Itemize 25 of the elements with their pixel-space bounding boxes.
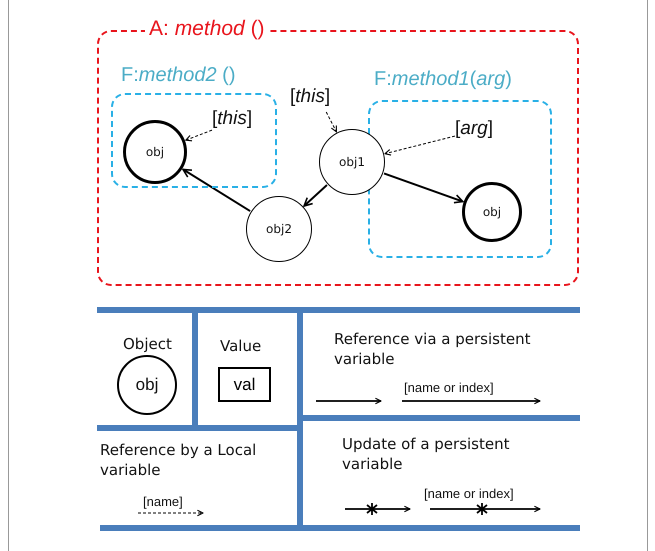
frame-title: F:method2 ()	[120, 63, 237, 88]
object-circle: obj	[117, 355, 177, 415]
leader-arrow	[384, 136, 456, 156]
legend-text: Reference via a persistent variable	[334, 329, 532, 369]
arrow-label: [name or index]	[424, 486, 514, 501]
variable-label: [arg]	[455, 116, 511, 142]
value-box: val	[218, 367, 271, 402]
legend-text: Update of a persistent variable	[342, 434, 510, 474]
arrow-label: [name or index]	[404, 380, 494, 395]
frame-title: F:method1(arg)	[373, 67, 513, 92]
object-circle: obj	[462, 182, 522, 242]
leader-arrow	[326, 112, 337, 132]
legend-text: Value	[220, 336, 262, 356]
arrow	[303, 184, 328, 207]
object-circle: obj2	[246, 196, 312, 262]
legend-text: Object	[123, 334, 173, 354]
leader-arrow	[185, 130, 212, 142]
legend-text: Reference by a Local variable	[100, 440, 258, 480]
object-circle: obj1	[319, 129, 385, 195]
variable-label: [this]	[212, 106, 270, 132]
arrow-label: [name]	[143, 494, 183, 509]
arrow	[384, 172, 464, 204]
arrow	[182, 168, 251, 212]
object-circle: obj	[123, 120, 187, 184]
variable-label: [this]	[290, 84, 348, 112]
